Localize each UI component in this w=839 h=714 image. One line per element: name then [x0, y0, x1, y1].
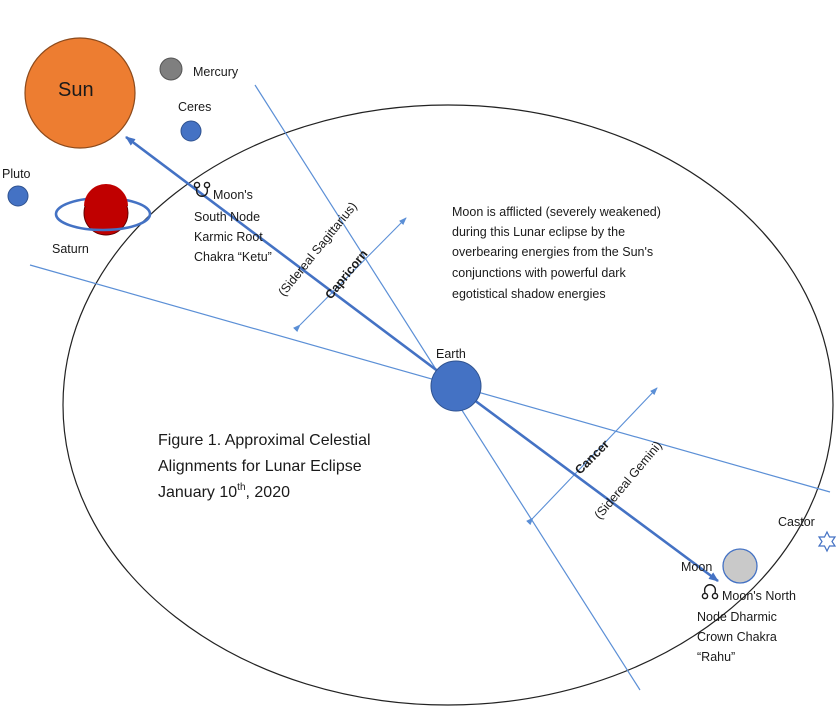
caption-line-3: January 10 [158, 484, 237, 501]
sun [24, 37, 136, 149]
caption-line-1: Figure 1. Approximal Celestial [158, 432, 371, 449]
caption-line-2: Alignments for Lunar Eclipse [158, 458, 362, 475]
orbit-ellipse [62, 104, 834, 706]
cancer-boundary-arrow [525, 387, 658, 526]
note-line-1: Moon is afflicted (severely weakened) [452, 205, 661, 219]
north-node-label: Moon's North Node Dharmic Crown Chakra “… [697, 589, 799, 664]
ceres-label: Ceres [178, 100, 211, 114]
saturn-label: Saturn [52, 242, 89, 256]
ecliptic-line [29, 264, 831, 493]
mercury-label: Mercury [193, 65, 239, 79]
figure-caption: Figure 1. Approximal Celestial Alignment… [158, 432, 375, 501]
note-line-5: egotistical shadow energies [452, 287, 606, 301]
ceres [180, 120, 202, 142]
sun-label: Sun [58, 79, 94, 101]
north-node-line-1: Moon's North [722, 589, 796, 603]
note-line-3: overbearing energies from the Sun's [452, 245, 653, 259]
note-line-2: during this Lunar eclipse by the [452, 225, 625, 239]
axis-earth-to-moon [457, 386, 719, 583]
south-node-line-2: South Node [194, 210, 260, 224]
capricorn-label: Capricorn [322, 247, 370, 302]
note-line-4: conjunctions with powerful dark [452, 266, 626, 280]
south-node-label: Moon's South Node Karmic Root Chakra “Ke… [194, 188, 272, 264]
pluto-label: Pluto [2, 167, 31, 181]
north-node-line-3: Crown Chakra [697, 630, 777, 644]
caption-line-3-superscript: th [237, 482, 245, 493]
castor-star-icon [817, 530, 837, 553]
south-node-line-4: Chakra “Ketu” [194, 250, 272, 264]
north-node-icon [701, 584, 719, 600]
eclipse-note: Moon is afflicted (severely weakened) du… [452, 205, 664, 301]
caption-line-3-end: , 2020 [246, 484, 291, 501]
earth-label: Earth [436, 347, 466, 361]
moon-label: Moon [681, 560, 712, 574]
capricorn-boundary-arrow [292, 217, 407, 333]
north-node-line-4: “Rahu” [697, 650, 735, 664]
castor-label: Castor [778, 515, 815, 529]
north-node-line-2: Node Dharmic [697, 610, 777, 624]
moon [722, 548, 758, 584]
saturn [54, 184, 152, 236]
axis-earth-to-sun [125, 135, 456, 386]
earth [430, 360, 482, 412]
pluto [7, 185, 29, 207]
cancer-label: Cancer [572, 437, 612, 477]
south-node-icon [193, 181, 211, 197]
south-node-line-3: Karmic Root [194, 230, 263, 244]
mercury [159, 57, 183, 81]
south-node-line-1: Moon's [213, 188, 253, 202]
